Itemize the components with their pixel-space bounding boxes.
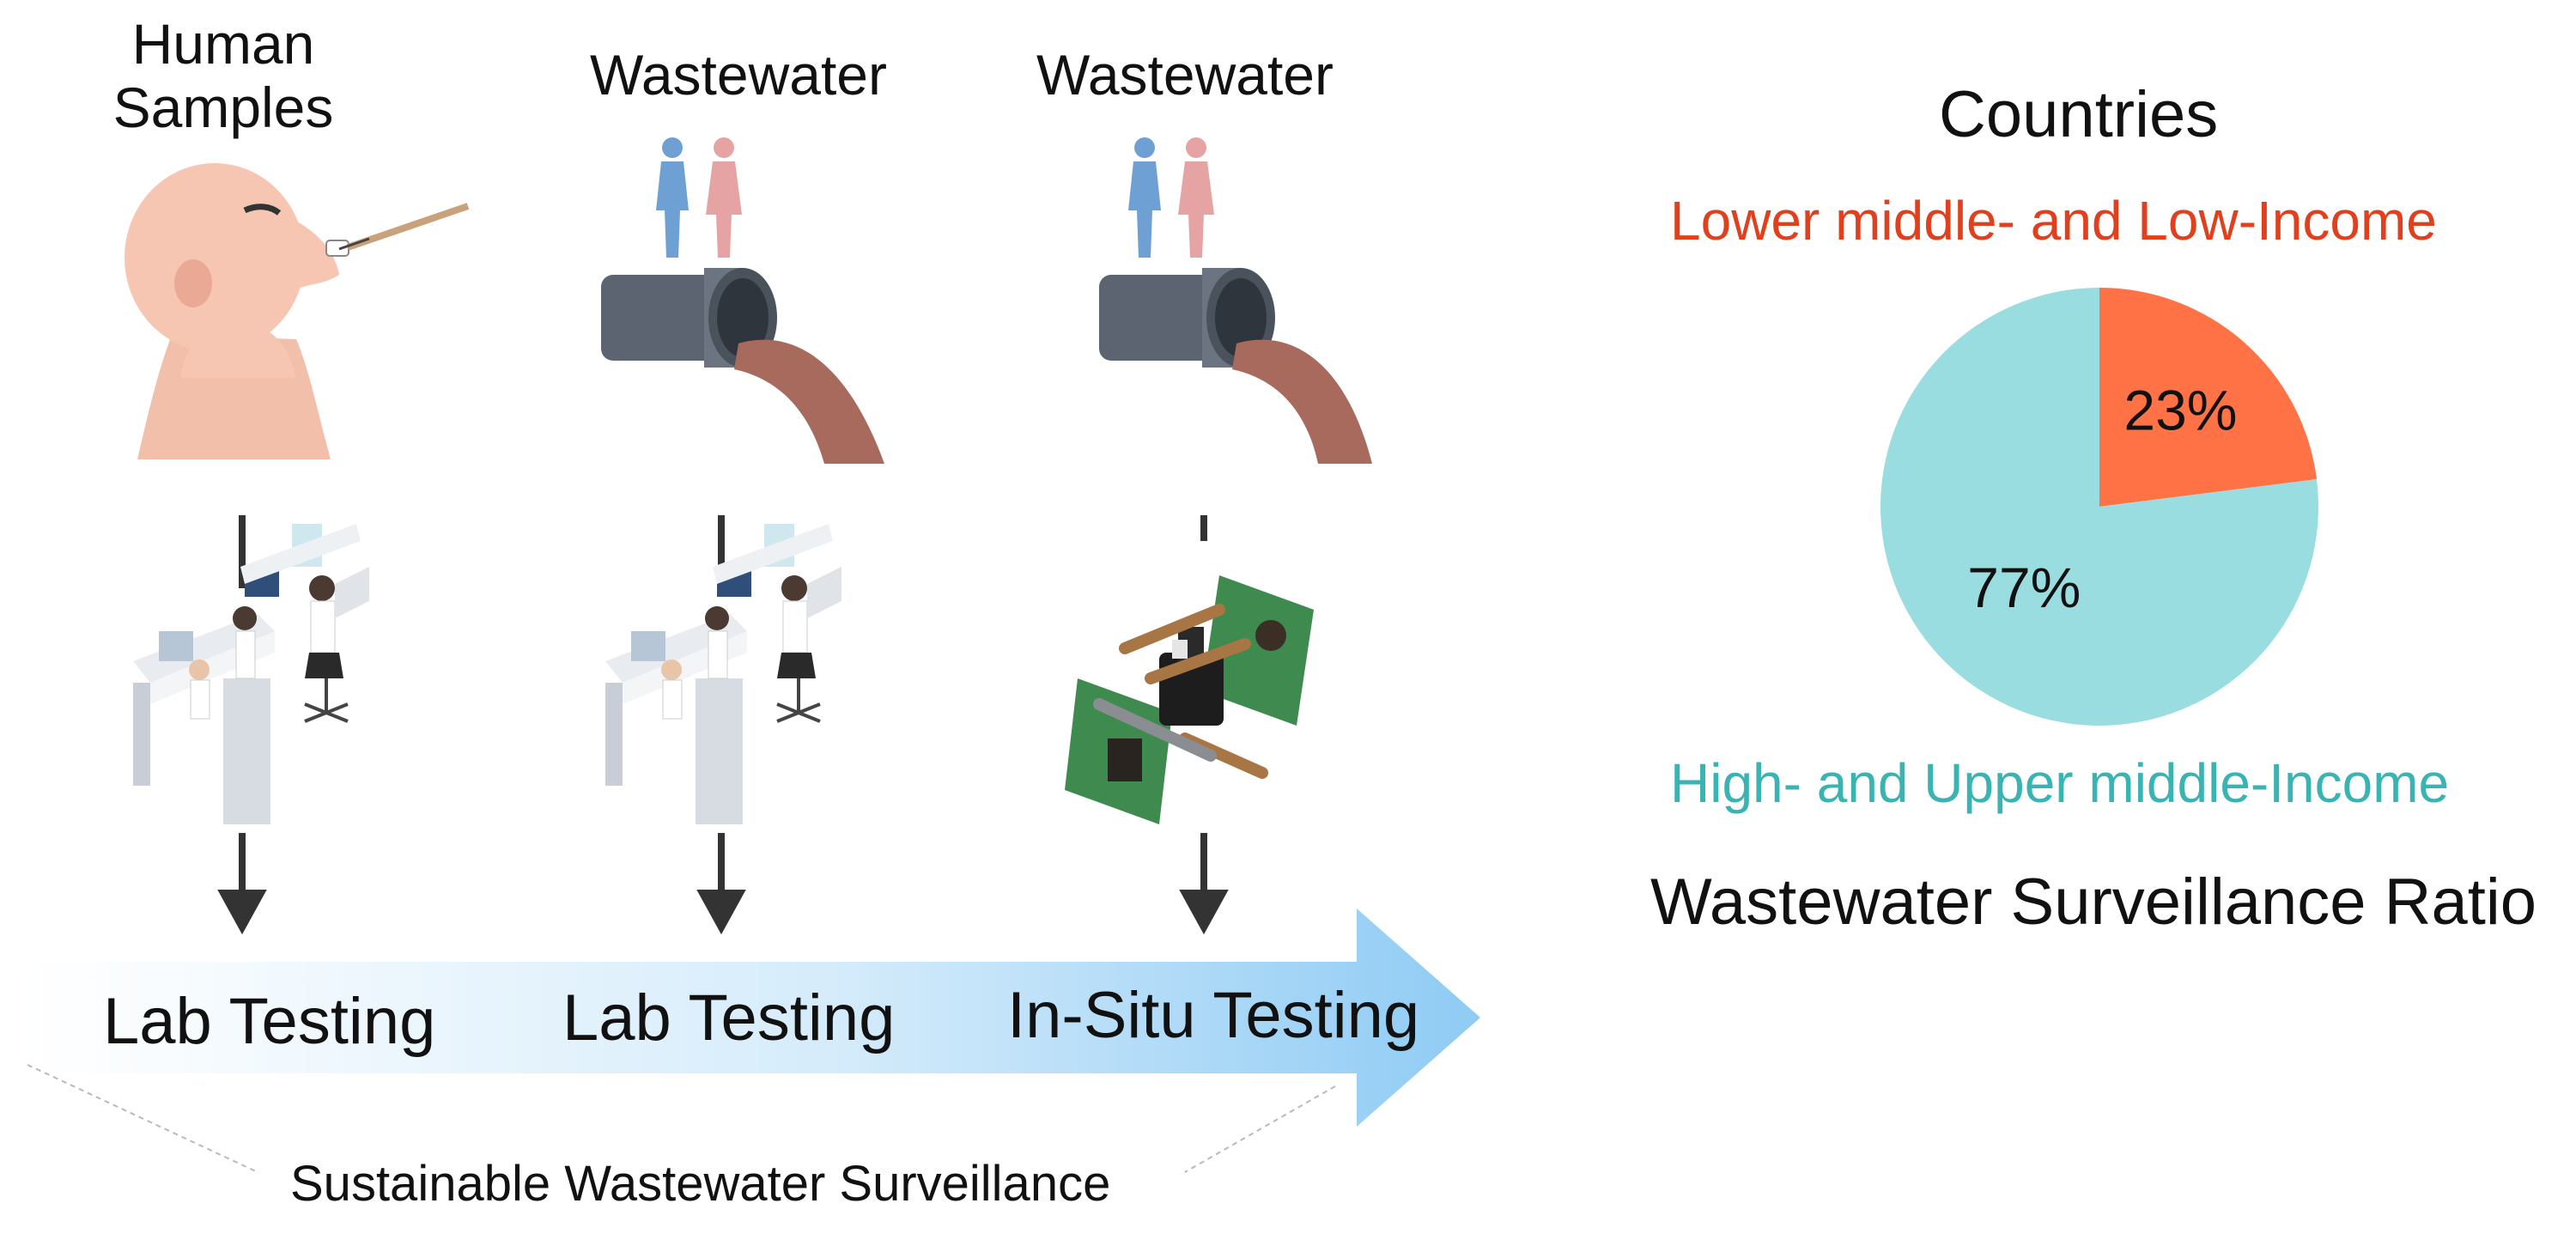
pie-slice-label-lower-income: 23%	[2123, 378, 2237, 441]
testing-label-in-situ: In-Situ Testing	[1007, 979, 1420, 1052]
people-icon-1	[656, 137, 742, 258]
testing-label-lab-2: Lab Testing	[562, 982, 896, 1054]
pie-caption: Wastewater Surveillance Ratio	[1650, 866, 2537, 939]
sensor-device-icon	[1065, 575, 1314, 824]
process-arrow	[26, 909, 1480, 1127]
column-heading-line1: Human	[131, 12, 315, 76]
legend-lower-income: Lower middle- and Low-Income	[1670, 190, 2437, 252]
footer-caption: Sustainable Wastewater Surveillance	[290, 1156, 1111, 1212]
column-heading-wastewater-insitu: Wastewater	[1036, 43, 1334, 106]
lab-workers-icon-1	[133, 524, 369, 824]
human-swab-icon	[125, 163, 470, 459]
pie-slice-upper-income	[1880, 288, 2319, 726]
legend-upper-income: High- and Upper middle-Income	[1670, 752, 2450, 814]
pie-title: Countries	[1939, 78, 2219, 151]
pie-slice-lower-income	[2099, 288, 2317, 507]
column-heading-line2: Samples	[112, 76, 334, 139]
lab-workers-icon-2	[605, 524, 841, 824]
wastewater-pipe-icon-2	[1099, 268, 1372, 464]
bracket-lines	[27, 1064, 1336, 1173]
column-heading-wastewater-lab: Wastewater	[590, 43, 887, 106]
people-icon-2	[1128, 137, 1214, 258]
testing-label-lab-1: Lab Testing	[103, 985, 436, 1058]
column-heading-human-samples: Human Samples	[94, 15, 352, 136]
flow-arrows	[217, 515, 1229, 935]
pie-slice-label-upper-income: 77%	[1967, 556, 2081, 619]
wastewater-pipe-icon-1	[601, 268, 884, 464]
